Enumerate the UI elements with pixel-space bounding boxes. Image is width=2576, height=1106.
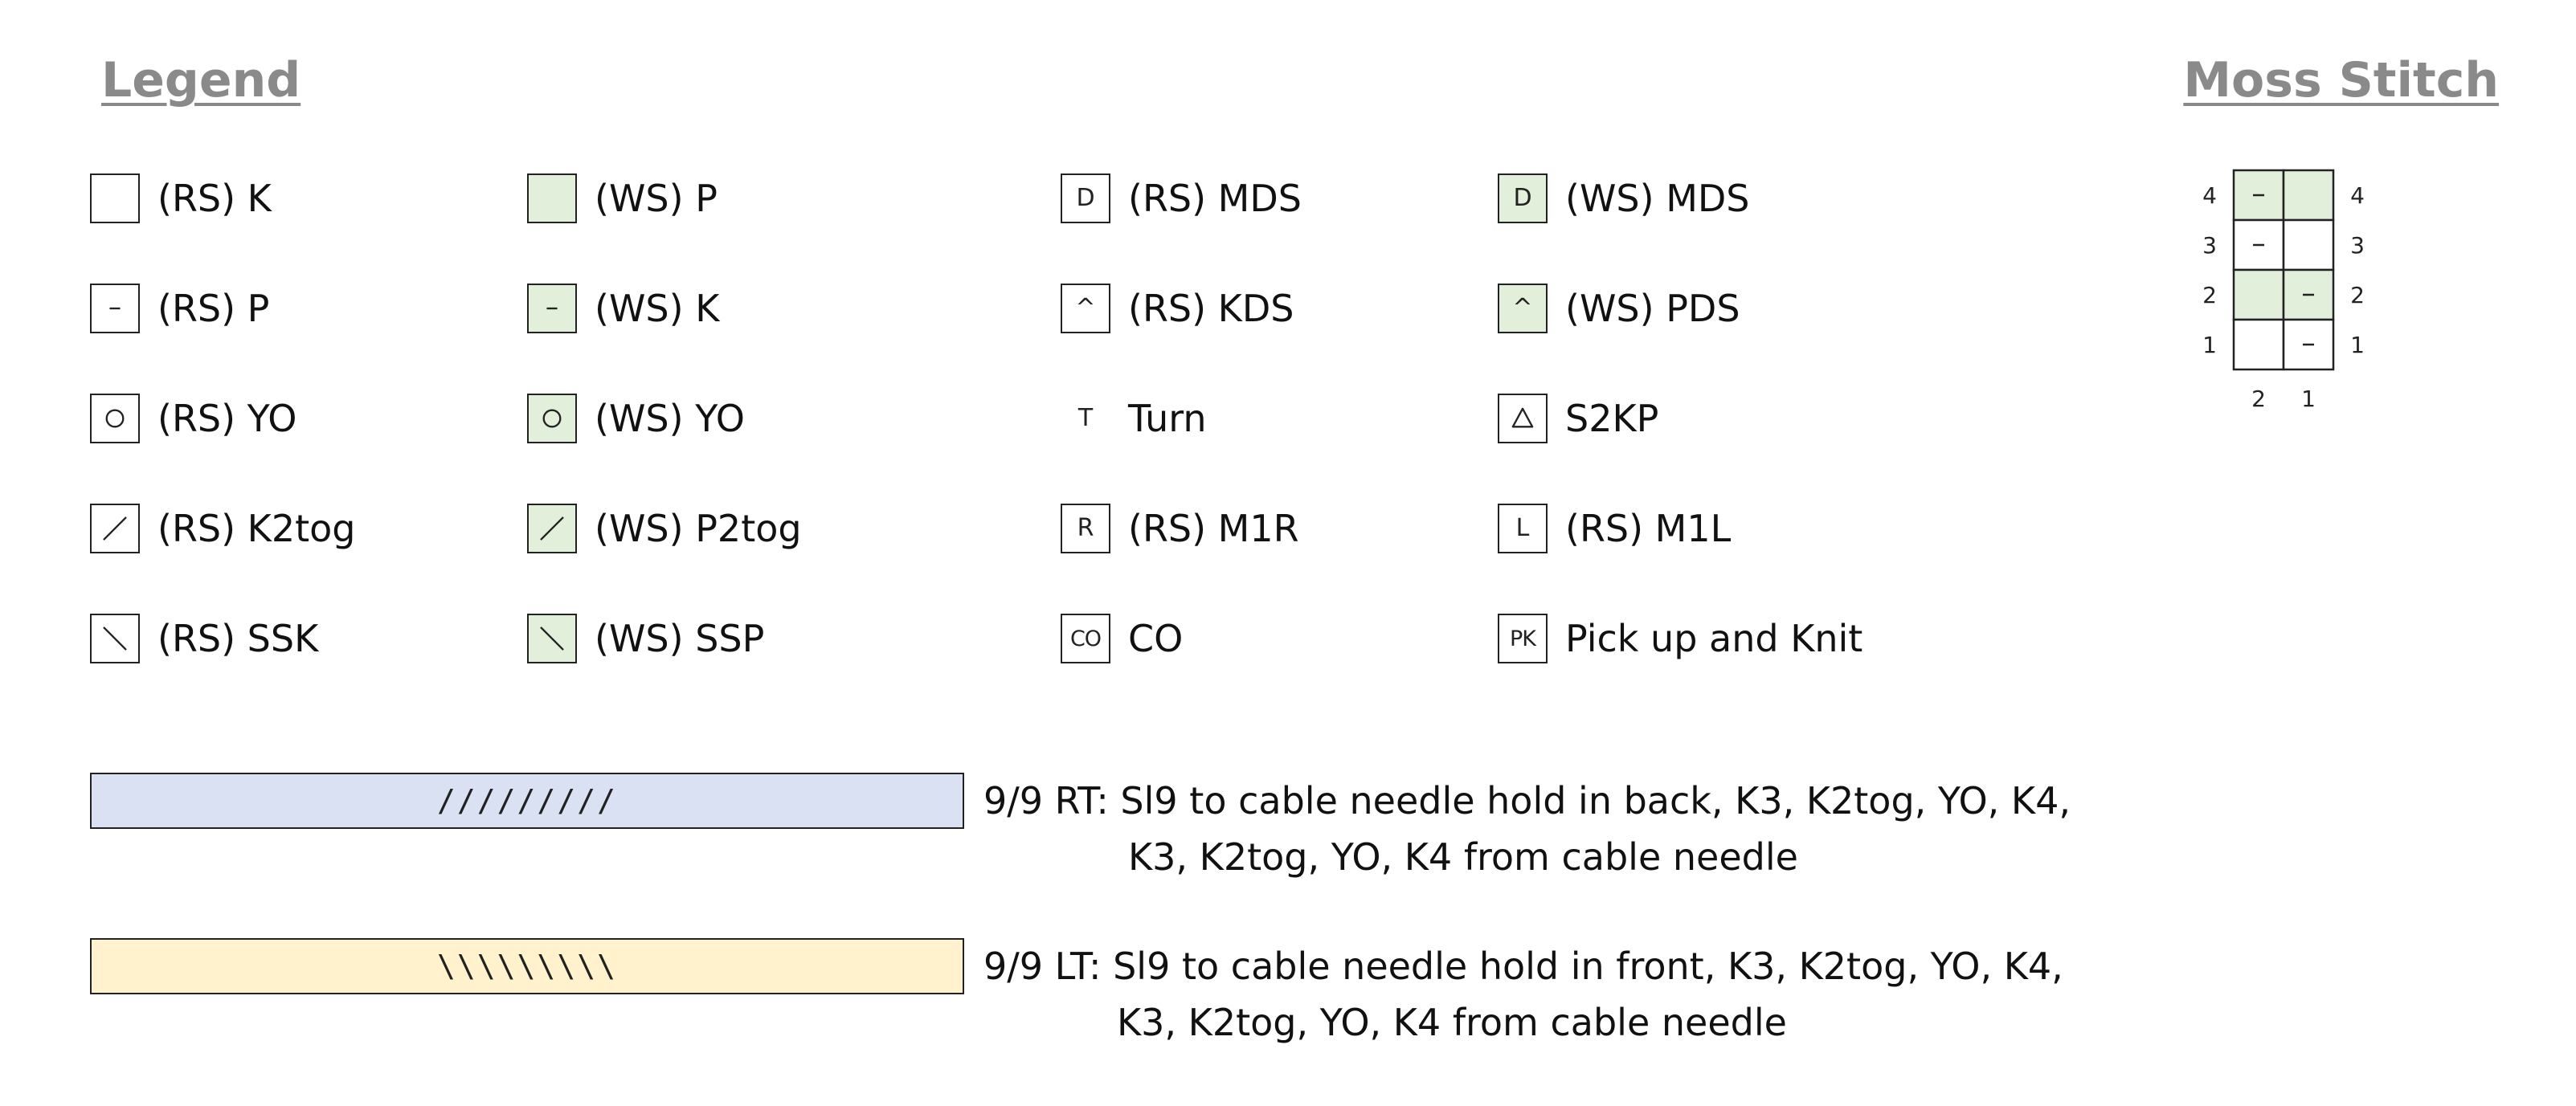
legend-item-co: CO CO	[1061, 610, 1183, 667]
letter-pk-icon: PK	[1498, 614, 1548, 663]
blank-square-icon	[527, 173, 577, 223]
moss-row-label-left: 4	[2202, 182, 2217, 209]
moss-cell	[2282, 268, 2335, 321]
moss-row-label-left: 1	[2202, 332, 2217, 358]
cable-rt-symbol: /////////	[90, 773, 964, 829]
cable-lt-backslashes: \\\\\\\\\	[437, 949, 617, 984]
letter-t-icon: T	[1077, 404, 1094, 432]
slash-icon	[90, 504, 140, 553]
legend-item-ws-p: (WS) P	[527, 170, 718, 227]
cable-rt-line-2: K3, K2tog, YO, K4 from cable needle	[1128, 835, 1798, 879]
cable-rt-line-1: 9/9 RT: Sl9 to cable needle hold in back…	[983, 779, 2071, 822]
legend-item-ws-pds: ^ (WS) PDS	[1498, 280, 1740, 337]
legend-label: (WS) MDS	[1565, 177, 1750, 220]
letter-l-icon: L	[1498, 504, 1548, 553]
legend-item-ws-yo: (WS) YO	[527, 390, 745, 447]
legend-item-rs-yo: (RS) YO	[90, 390, 296, 447]
moss-col-label: 1	[2301, 386, 2316, 412]
legend-label: CO	[1128, 617, 1184, 660]
cable-rt-slashes: /////////	[437, 783, 617, 818]
legend-item-rs-m1r: R (RS) M1R	[1061, 500, 1299, 557]
cable-lt-symbol: \\\\\\\\\	[90, 938, 964, 994]
moss-row-label-left: 3	[2202, 232, 2217, 259]
legend-label: (RS) YO	[157, 397, 297, 440]
legend-item-rs-ssk: (RS) SSK	[90, 610, 318, 667]
dash-icon	[90, 284, 140, 333]
caret-icon: ^	[1061, 284, 1110, 333]
legend-item-s2kp: S2KP	[1498, 390, 1658, 447]
cable-lt-line-2: K3, K2tog, YO, K4 from cable needle	[1117, 1001, 1787, 1044]
circle-icon	[527, 394, 577, 443]
legend-title: Legend	[101, 52, 301, 108]
legend-item-pick-up-knit: PK Pick up and Knit	[1498, 610, 1862, 667]
moss-cell	[2282, 218, 2335, 271]
legend-item-rs-p: (RS) P	[90, 280, 269, 337]
moss-cell	[2232, 318, 2285, 371]
legend-label: (RS) M1L	[1565, 507, 1732, 550]
letter-d-icon: D	[1061, 173, 1110, 223]
legend-label: Turn	[1128, 397, 1207, 440]
dash-icon	[527, 284, 577, 333]
legend-label: (RS) K	[157, 177, 272, 220]
letter-co-icon: CO	[1061, 614, 1110, 663]
legend-item-rs-kds: ^ (RS) KDS	[1061, 280, 1294, 337]
legend-label: (WS) YO	[595, 397, 745, 440]
legend-item-turn: T Turn	[1061, 390, 1207, 447]
legend-label: (RS) M1R	[1128, 507, 1299, 550]
legend-label: Pick up and Knit	[1565, 617, 1863, 660]
backslash-icon	[527, 614, 577, 663]
moss-cell	[2232, 268, 2285, 321]
legend-item-ws-mds: D (WS) MDS	[1498, 170, 1750, 227]
slash-icon	[527, 504, 577, 553]
legend-label: (RS) P	[157, 287, 270, 330]
legend-label: (RS) KDS	[1128, 287, 1294, 330]
moss-stitch-title: Moss Stitch	[2183, 52, 2499, 108]
legend-label: (WS) K	[595, 287, 720, 330]
moss-row-label-right: 2	[2350, 282, 2365, 308]
moss-row-label-left: 2	[2202, 282, 2217, 308]
legend-label: (WS) P2tog	[595, 507, 802, 550]
moss-col-label: 2	[2251, 386, 2266, 412]
backslash-icon	[90, 614, 140, 663]
moss-row-label-right: 1	[2350, 332, 2365, 358]
letter-r-icon: R	[1061, 504, 1110, 553]
legend-label: S2KP	[1565, 397, 1659, 440]
legend-item-ws-k: (WS) K	[527, 280, 719, 337]
legend-label: (WS) SSP	[595, 617, 765, 660]
legend-label: (RS) MDS	[1128, 177, 1302, 220]
legend-label: (WS) P	[595, 177, 718, 220]
legend-item-rs-m1l: L (RS) M1L	[1498, 500, 1731, 557]
legend-label: (RS) K2tog	[157, 507, 356, 550]
triangle-icon	[1498, 394, 1548, 443]
moss-stitch-grid: 4 4 3 3 2 2 1 1 2 1	[2202, 169, 2365, 412]
moss-row-label-right: 3	[2350, 232, 2365, 259]
circle-icon	[90, 394, 140, 443]
letter-d-icon: D	[1498, 173, 1548, 223]
legend-item-rs-k: (RS) K	[90, 170, 272, 227]
moss-row-label-right: 4	[2350, 182, 2365, 209]
cable-rt-description: 9/9 RT: Sl9 to cable needle hold in back…	[983, 773, 2071, 885]
cable-lt-line-1: 9/9 LT: Sl9 to cable needle hold in fron…	[983, 945, 2063, 988]
caret-icon: ^	[1498, 284, 1548, 333]
legend-item-ws-p2tog: (WS) P2tog	[527, 500, 802, 557]
moss-stitch-chart: 4 4 3 3 2 2 1 1 2 1	[2169, 169, 2410, 442]
legend-item-rs-k2tog: (RS) K2tog	[90, 500, 356, 557]
moss-cell	[2282, 169, 2335, 222]
legend-item-ws-ssp: (WS) SSP	[527, 610, 764, 667]
legend-item-rs-mds: D (RS) MDS	[1061, 170, 1302, 227]
cable-lt-description: 9/9 LT: Sl9 to cable needle hold in fron…	[983, 938, 2063, 1051]
legend-label: (RS) SSK	[157, 617, 319, 660]
legend-label: (WS) PDS	[1565, 287, 1740, 330]
blank-square-icon	[90, 173, 140, 223]
